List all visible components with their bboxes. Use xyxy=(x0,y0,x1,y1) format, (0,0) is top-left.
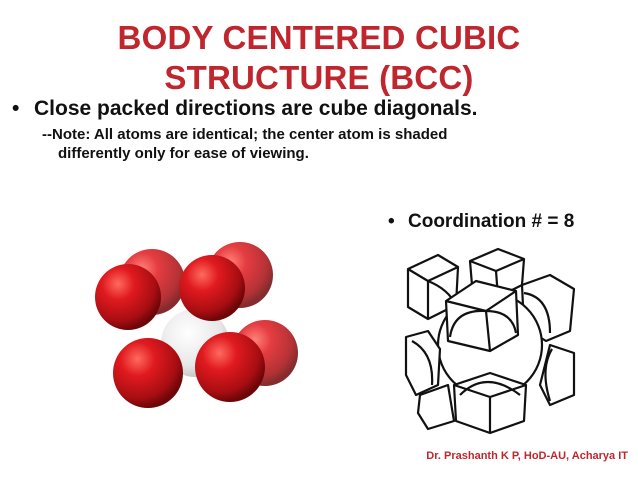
bullet-coordination-text: Coordination # = 8 xyxy=(408,211,575,232)
atom-front-bottom-left xyxy=(113,338,183,408)
bcc-sphere-model xyxy=(95,242,298,408)
bullet-dot-icon: • xyxy=(388,211,395,232)
bullet-close-packed-text: Close packed directions are cube diagona… xyxy=(34,97,478,120)
corner-piece-bottom-back-left xyxy=(416,383,456,431)
corner-piece-bottom-left xyxy=(404,329,442,397)
slide-title-line1: BODY CENTERED CUBIC xyxy=(117,19,521,56)
note-line1: --Note: All atoms are identical; the cen… xyxy=(42,126,448,143)
bullet-dot-icon: • xyxy=(12,97,20,120)
atom-front-top-left xyxy=(95,264,161,330)
note-line2: differently only for ease of viewing. xyxy=(58,145,309,162)
corner-piece-front-top xyxy=(444,279,520,353)
corner-piece-bottom-right xyxy=(538,343,576,407)
slide-title-line2: STRUCTURE (BCC) xyxy=(164,59,474,96)
atom-front-bottom-right xyxy=(195,332,265,402)
bullet-coordination: • Coordination # = 8 xyxy=(388,210,574,234)
author-credit: Dr. Prashanth K P, HoD-AU, Acharya IT xyxy=(426,450,628,462)
bcc-unit-cell-drawing xyxy=(404,247,576,435)
atom-front-top-right xyxy=(179,255,245,321)
bullet-close-packed: • Close packed directions are cube diagon… xyxy=(12,96,477,122)
